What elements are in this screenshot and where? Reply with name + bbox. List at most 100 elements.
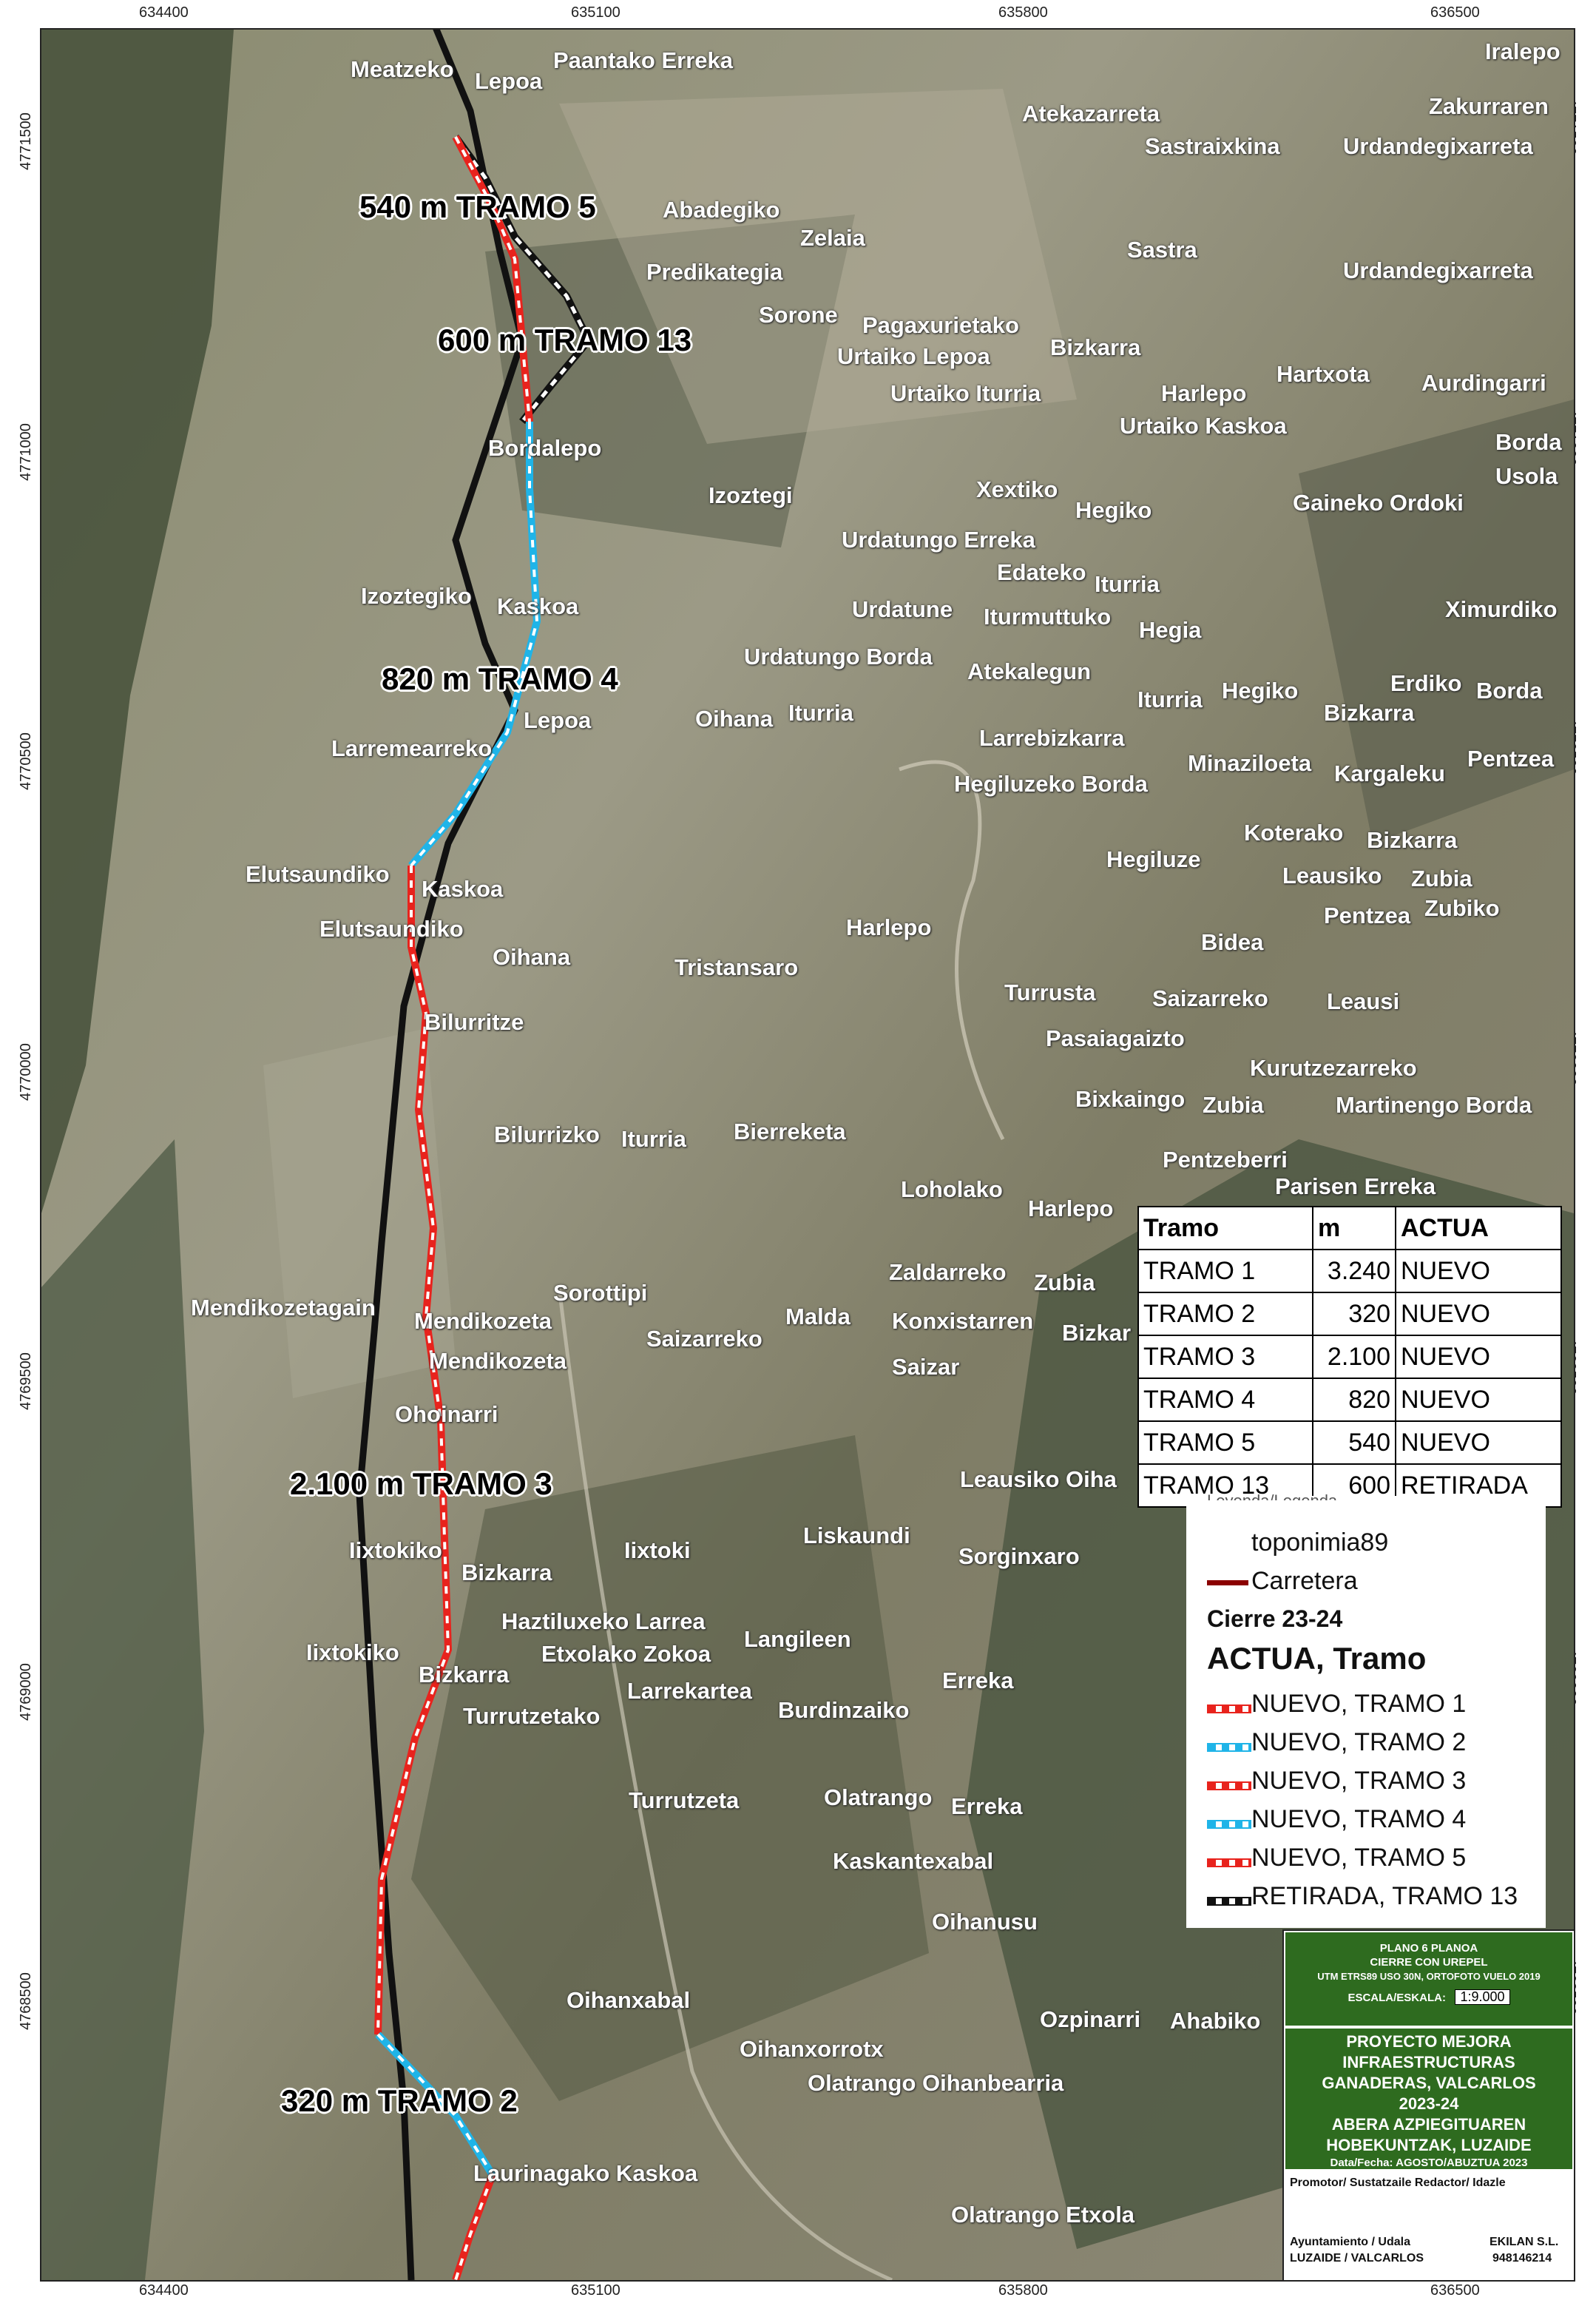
- place-label: Bierreketa: [734, 1119, 846, 1144]
- place-label: Olatrango Oihanbearria: [808, 2070, 1064, 2096]
- place-label: Hegiluzeko Borda: [954, 771, 1148, 797]
- place-label: Harlepo: [846, 914, 932, 940]
- nuevo-tramo-5-dash: [454, 136, 531, 422]
- place-label: Bizkar: [1062, 1320, 1132, 1346]
- title-block-header: PLANO 6 PLANOA CIERRE CON UREPEL UTM ETR…: [1285, 1932, 1572, 2026]
- place-label: Tristansaro: [674, 954, 799, 980]
- place-label: Kargaleku: [1334, 761, 1445, 786]
- dirt-track: [899, 760, 1005, 1141]
- scale-value: 1:9.000: [1455, 1989, 1510, 2005]
- table-cell: TRAMO 3: [1137, 1335, 1313, 1379]
- place-label: Elutsaundiko: [319, 916, 464, 942]
- place-label: Iturmuttuko: [984, 604, 1112, 630]
- orthophoto-map[interactable]: Meatzeko Lepoa Paantako Erreka Iralepo A…: [40, 28, 1575, 2282]
- place-label: Kaskoa: [422, 876, 504, 902]
- place-label: Atekalegun: [967, 658, 1092, 684]
- x-coord-top: 635800: [998, 4, 1048, 21]
- project-line: GANADERAS, VALCARLOS: [1322, 2074, 1536, 2092]
- tramo-4-label: 820 m TRAMO 4: [382, 661, 618, 696]
- utm-note: UTM ETRS89 USO 30N, ORTOFOTO VUELO 2019: [1317, 1971, 1541, 1982]
- project-line: ABERA AZPIEGITUAREN: [1331, 2115, 1526, 2134]
- place-label: Saizarreko: [1152, 985, 1268, 1011]
- place-label: Bidea: [1201, 929, 1264, 955]
- map-legend: Leyenda/Legenda toponimia89 Carretera Ci…: [1186, 1491, 1546, 1928]
- dirt-track: [557, 1287, 893, 2280]
- table-cell: NUEVO: [1395, 1292, 1562, 1336]
- table-header: m: [1312, 1206, 1396, 1250]
- x-coord-bottom: 635100: [571, 2282, 621, 2299]
- place-label: Oihanusu: [932, 1909, 1038, 1935]
- tramo-3-label: 2.100 m TRAMO 3: [290, 1466, 552, 1501]
- y-coord-left: 4771000: [18, 423, 34, 481]
- x-coord-bottom: 634400: [139, 2282, 189, 2299]
- place-label: Turrutzetako: [463, 1703, 601, 1729]
- place-label: Pagaxurietako: [862, 312, 1019, 338]
- place-label: Leausi: [1327, 988, 1400, 1014]
- y-coord-left: 4770000: [18, 1043, 34, 1101]
- x-coord-bottom: 635800: [998, 2282, 1048, 2299]
- place-label: Kaskoa: [497, 593, 579, 619]
- place-label: Zakurraren: [1429, 93, 1549, 119]
- place-label: Oihanxabal: [567, 1987, 691, 2013]
- place-label: Zaldarreko: [889, 1259, 1007, 1285]
- ayuntamiento-label: Ayuntamiento / Udala: [1290, 2236, 1410, 2248]
- place-label: Konxistarren: [892, 1308, 1034, 1334]
- legend-carretera: Carretera: [1251, 1567, 1358, 1595]
- table-row: TRAMO 5 540 NUEVO: [1137, 1420, 1562, 1465]
- legend-swatch-tramo-13: [1207, 1897, 1251, 1906]
- place-label: Mendikozeta: [414, 1308, 552, 1334]
- place-label: Bizkarra: [1050, 334, 1141, 360]
- place-label: Sorone: [759, 302, 838, 328]
- place-label: Gaineko Ordoki: [1293, 490, 1464, 516]
- project-line: INFRAESTRUCTURAS: [1342, 2053, 1515, 2071]
- legend-swatch-tramo-3: [1207, 1781, 1251, 1790]
- place-label: Turrutzeta: [629, 1787, 740, 1813]
- legend-item: NUEVO, TRAMO 4: [1251, 1805, 1467, 1833]
- place-label: Urtaiko Iturria: [890, 380, 1041, 406]
- place-label: Hegia: [1139, 617, 1202, 643]
- place-label: Saizar: [892, 1354, 960, 1380]
- place-label: Zubiko: [1424, 895, 1500, 921]
- place-label: Sastraixkina: [1145, 133, 1280, 159]
- place-label: Harlepo: [1028, 1196, 1114, 1221]
- place-label: Zubia: [1034, 1269, 1095, 1295]
- place-label: Abadegiko: [663, 197, 780, 223]
- place-label: Leausiko: [1282, 863, 1382, 889]
- meadow-patch: [559, 89, 1077, 444]
- legend-item: RETIRADA, TRAMO 13: [1251, 1882, 1518, 1910]
- place-label: Zubia: [1203, 1092, 1264, 1118]
- legend-title: Leyenda/Legenda: [1207, 1491, 1337, 1500]
- tramo-summary-table: Tramo m ACTUA TRAMO 1 3.240 NUEVO TRAMO …: [1137, 1206, 1562, 1508]
- place-label: Sorottipi: [553, 1280, 648, 1306]
- firm-name: EKILAN S.L.: [1490, 2236, 1559, 2248]
- ayuntamiento-name: LUZAIDE / VALCARLOS: [1290, 2252, 1424, 2265]
- place-label: Kurutzezarreko: [1250, 1055, 1417, 1081]
- place-label: Ozpinarri: [1040, 2006, 1141, 2032]
- table-row: TRAMO 2 320 NUEVO: [1137, 1292, 1562, 1336]
- place-label: Edateko: [997, 559, 1086, 585]
- place-label: Pentzeberri: [1163, 1147, 1288, 1173]
- project-date: Data/Fecha: AGOSTO/ABUZTUA 2023: [1330, 2157, 1528, 2169]
- table-row: TRAMO 3 2.100 NUEVO: [1137, 1335, 1562, 1379]
- road-swatch: [1207, 1580, 1248, 1585]
- title-block: PLANO 6 PLANOA CIERRE CON UREPEL UTM ETR…: [1282, 1929, 1575, 2282]
- place-label: Olatrango Etxola: [951, 2202, 1135, 2228]
- place-label: Urdandegixarreta: [1343, 257, 1533, 283]
- scale-label: ESCALA/ESKALA:: [1348, 1992, 1446, 2004]
- place-label: Iralepo: [1485, 38, 1561, 64]
- place-label: Oihana: [695, 706, 774, 732]
- place-label: Meatzeko: [351, 56, 454, 82]
- place-label: Urtaiko Lepoa: [837, 343, 990, 369]
- tramo-5-label: 540 m TRAMO 5: [359, 189, 596, 224]
- table-cell: 540: [1312, 1420, 1396, 1465]
- firm-phone: 948146214: [1492, 2252, 1552, 2265]
- place-label: Paantako Erreka: [553, 47, 733, 73]
- table-cell: NUEVO: [1395, 1378, 1562, 1422]
- place-label: Olatrango: [824, 1784, 933, 1810]
- place-label: Usola: [1495, 463, 1558, 489]
- project-line: 2023-24: [1399, 2094, 1459, 2113]
- table-cell: TRAMO 4: [1137, 1378, 1313, 1422]
- place-label: Aurdingarri: [1421, 370, 1546, 396]
- forest-patch: [41, 1139, 204, 2280]
